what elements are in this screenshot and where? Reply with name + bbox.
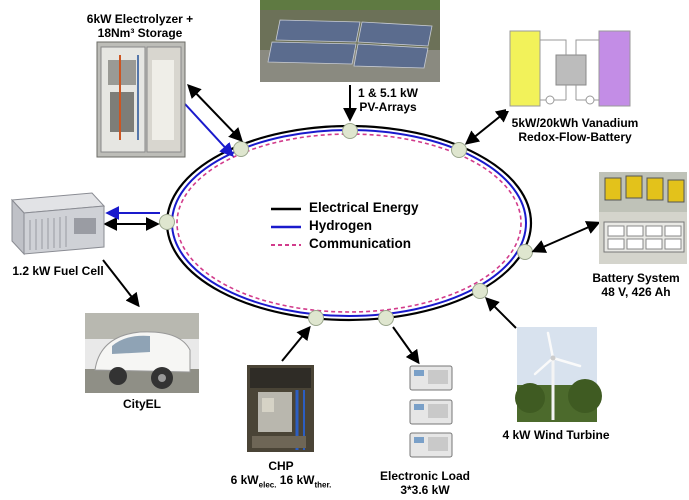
electrolyzer-label-line2: 18Nm³ Storage (97, 26, 183, 40)
node-load (378, 310, 394, 326)
chp-label-line2: 6 kWelec. 16 kWther. (220, 473, 342, 492)
arrow-electrolyzer (187, 83, 243, 143)
chp-ther-sub: ther. (314, 480, 332, 490)
battery-label-line1: Battery System (592, 271, 680, 285)
wind-label-line1: 4 kW Wind Turbine (502, 428, 610, 442)
wind-turbine-photo (515, 327, 602, 422)
battery-system-photo (599, 172, 687, 264)
arrow-vanadium (464, 108, 511, 145)
load-label-line1: Electronic Load (379, 469, 471, 483)
arrow-load (392, 326, 420, 365)
cityel-photo (85, 313, 199, 393)
arrow-electrolyzer-hydrogen (184, 103, 234, 158)
legend-communication-label: Communication (309, 236, 412, 251)
fuelcell-label: 1.2 kW Fuel Cell (0, 264, 116, 278)
node-wind (472, 283, 488, 299)
cityel-label: CityEL (112, 397, 172, 411)
fuel-cell-photo (10, 192, 106, 256)
chp-label: CHP 6 kWelec. 16 kWther. (220, 459, 342, 492)
electrolyzer-label-line1: 6kW Electrolyzer + (86, 12, 194, 26)
pv-label-line2: PV-Arrays (359, 100, 417, 114)
legend-electrical-label: Electrical Energy (309, 200, 419, 215)
vanadium-label-line1: 5kW/20kWh Vanadium (511, 116, 639, 130)
arrow-cityel (102, 259, 140, 308)
vanadium-label-line2: Redox-Flow-Battery (518, 130, 632, 144)
electrolyzer-label: 6kW Electrolyzer + 18Nm³ Storage (70, 12, 210, 40)
battery-label-line2: 48 V, 426 Ah (601, 285, 671, 299)
vanadium-label: 5kW/20kWh Vanadium Redox-Flow-Battery (505, 116, 645, 144)
arrow-chp (281, 325, 311, 362)
chp-elec-value: 6 kW (230, 473, 259, 487)
chp-ther-value: 16 kW (276, 473, 315, 487)
node-battery (517, 244, 533, 260)
cityel-label-line1: CityEL (122, 397, 161, 411)
chp-elec-sub: elec. (258, 480, 277, 490)
node-electrolyzer (233, 141, 249, 157)
bus-nodes (159, 123, 533, 326)
load-label-line2: 3*3.6 kW (400, 483, 450, 497)
pv-label: 1 & 5.1 kW PV-Arrays (338, 86, 438, 114)
pv-arrays-photo (260, 0, 440, 82)
chp-photo (247, 365, 314, 452)
fuelcell-label-line1: 1.2 kW Fuel Cell (12, 264, 104, 278)
node-vanadium (451, 142, 467, 158)
arrow-battery (531, 221, 601, 253)
electronic-load-units (409, 365, 453, 458)
wind-label: 4 kW Wind Turbine (493, 428, 619, 442)
pv-label-line1: 1 & 5.1 kW (357, 86, 419, 100)
legend-hydrogen-label: Hydrogen (309, 218, 373, 233)
chp-label-line1: CHP (268, 459, 294, 473)
node-pv (342, 123, 358, 139)
arrow-wind (485, 297, 517, 329)
load-label: Electronic Load 3*3.6 kW (369, 469, 481, 497)
electrolyzer-photo (96, 41, 186, 158)
node-fuelcell (159, 214, 175, 230)
battery-label: Battery System 48 V, 426 Ah (586, 271, 686, 299)
node-chp (308, 310, 324, 326)
vanadium-battery-schematic (506, 27, 642, 111)
